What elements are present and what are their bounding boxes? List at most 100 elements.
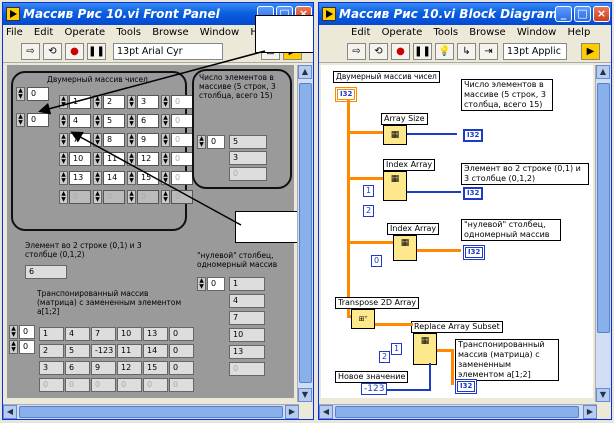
replace-const-1[interactable]: 2 [379,351,391,363]
hscroll-thumb[interactable] [335,406,579,418]
array-cell[interactable]: 14 [103,171,125,185]
scroll-down-icon[interactable]: ▼ [596,388,610,402]
array-cell-spinner[interactable]: ▲▼ [93,152,102,166]
front-panel-hscroll[interactable]: ◀ ▶ [3,404,299,419]
tr-row-spinner[interactable]: ▲▼ [9,325,18,339]
array-cell[interactable]: 9 [137,133,159,147]
index-array-1-function[interactable]: ▦ [383,171,407,201]
array-cell[interactable]: 0 [171,171,193,185]
menu-operate[interactable]: Operate [64,27,106,38]
array-cell-spinner[interactable]: ▲▼ [59,152,68,166]
array-size-function[interactable]: ▦ [383,125,407,145]
array-cell-spinner[interactable]: ▲▼ [127,190,136,204]
maximize-icon[interactable]: □ [574,6,591,22]
scroll-down-icon[interactable]: ▼ [298,388,312,402]
array-cell-spinner[interactable]: ▲▼ [161,133,170,147]
array-cell-spinner[interactable]: ▲▼ [161,152,170,166]
array-cell[interactable]: 11 [103,152,125,166]
array-cell[interactable]: 0 [137,190,159,204]
menu-operate[interactable]: Operate [381,27,423,38]
scroll-up-icon[interactable]: ▲ [596,65,610,79]
new-value-const[interactable]: -123 [361,383,388,395]
step-over-icon[interactable]: ⇥ [479,43,498,60]
close-icon[interactable]: × [593,6,610,22]
array-cell-spinner[interactable]: ▲▼ [127,133,136,147]
menu-tools[interactable]: Tools [433,27,459,38]
replace-function[interactable]: ▦ [413,333,437,365]
menu-tools[interactable]: Tools [116,27,141,38]
tr-col-spinner[interactable]: ▲▼ [9,340,18,354]
array-cell[interactable]: 0 [171,152,193,166]
array-cell[interactable]: 5 [103,114,125,128]
pause-icon[interactable]: ❚❚ [87,43,106,60]
array-cell-spinner[interactable]: ▲▼ [93,133,102,147]
array-cell-spinner[interactable]: ▲▼ [93,95,102,109]
tr-row-index[interactable]: 0 [19,325,35,339]
block-diagram-titlebar[interactable]: Массив Рис 10.vi Block Diagram * _ □ × [319,3,611,25]
array-cell-spinner[interactable]: ▲▼ [127,114,136,128]
array-cell[interactable]: 10 [69,152,91,166]
menu-edit[interactable]: Edit [33,27,54,38]
transposed-terminal[interactable]: I32 [455,379,478,394]
pause-icon[interactable]: ❚❚ [413,43,432,60]
array-cell-spinner[interactable]: ▲▼ [59,133,68,147]
array-cell[interactable]: 12 [137,152,159,166]
hscroll-thumb[interactable] [19,406,283,418]
abort-icon[interactable]: ● [391,43,410,60]
scroll-left-icon[interactable]: ◀ [3,405,17,419]
font-selector[interactable]: 13pt Applic [503,43,567,60]
row-index[interactable]: 0 [27,87,49,101]
column-index-spinner[interactable]: ▲▼ [197,277,206,291]
block-diagram-hscroll[interactable]: ◀ ▶ [319,404,597,419]
array-cell-spinner[interactable]: ▲▼ [93,190,102,204]
col-index-spinner[interactable]: ▲▼ [16,113,25,127]
index-array-2-function[interactable]: ▦ [393,235,417,261]
step-icon[interactable]: ↳ [457,43,476,60]
minimize-icon[interactable]: _ [555,6,572,22]
array-cell[interactable]: 0 [171,133,193,147]
array-cell[interactable]: 13 [69,171,91,185]
block-diagram-vscroll[interactable]: ▲ ▼ [595,65,611,402]
array-cell-spinner[interactable]: ▲▼ [127,171,136,185]
array-cell[interactable]: 6 [137,114,159,128]
menu-help[interactable]: Help [567,27,591,38]
size-index-spinner[interactable]: ▲▼ [197,135,206,149]
menu-browse[interactable]: Browse [469,27,506,38]
col-index[interactable]: 0 [27,113,49,127]
tr-col-index[interactable]: 0 [19,340,35,354]
array-cell[interactable]: 8 [103,133,125,147]
replace-const-2[interactable]: 1 [391,343,403,355]
element-terminal[interactable]: I32 [463,187,484,200]
menu-file[interactable]: File [6,27,23,38]
array-cell[interactable]: 15 [137,171,159,185]
run-arrow-icon[interactable]: ⇨ [347,43,366,60]
index-const-3[interactable]: 0 [371,255,383,267]
array-cell-spinner[interactable]: ▲▼ [59,190,68,204]
array-cell[interactable]: 1 [69,95,91,109]
array-cell-spinner[interactable]: ▲▼ [127,95,136,109]
front-panel-vscroll[interactable]: ▲ ▼ [297,65,313,402]
array-cell-spinner[interactable]: ▲▼ [93,114,102,128]
array-cell[interactable]: 3 [137,95,159,109]
abort-icon[interactable]: ● [65,43,84,60]
array-cell[interactable]: 0 [171,95,193,109]
array-cell[interactable]: 0 [171,190,193,204]
array-cell-spinner[interactable]: ▲▼ [161,171,170,185]
run-continuous-icon[interactable]: ⟲ [369,43,388,60]
array-cell-spinner[interactable]: ▲▼ [161,114,170,128]
array-cell[interactable]: 2 [103,95,125,109]
array-cell-spinner[interactable]: ▲▼ [59,95,68,109]
run-arrow-icon[interactable]: ⇨ [21,43,40,60]
array-cell-spinner[interactable]: ▲▼ [93,171,102,185]
scroll-thumb[interactable] [299,83,312,383]
scroll-left-icon[interactable]: ◀ [319,405,333,419]
array-cell[interactable]: 4 [69,114,91,128]
scroll-right-icon[interactable]: ▶ [285,405,299,419]
array-cell-spinner[interactable]: ▲▼ [59,171,68,185]
menu-window[interactable]: Window [516,27,557,38]
index-const-2[interactable]: 2 [363,205,375,217]
array-cell-spinner[interactable]: ▲▼ [161,95,170,109]
column-terminal[interactable]: I32 [463,245,486,260]
menu-window[interactable]: Window [199,27,240,38]
array-cell-spinner[interactable]: ▲▼ [161,190,170,204]
